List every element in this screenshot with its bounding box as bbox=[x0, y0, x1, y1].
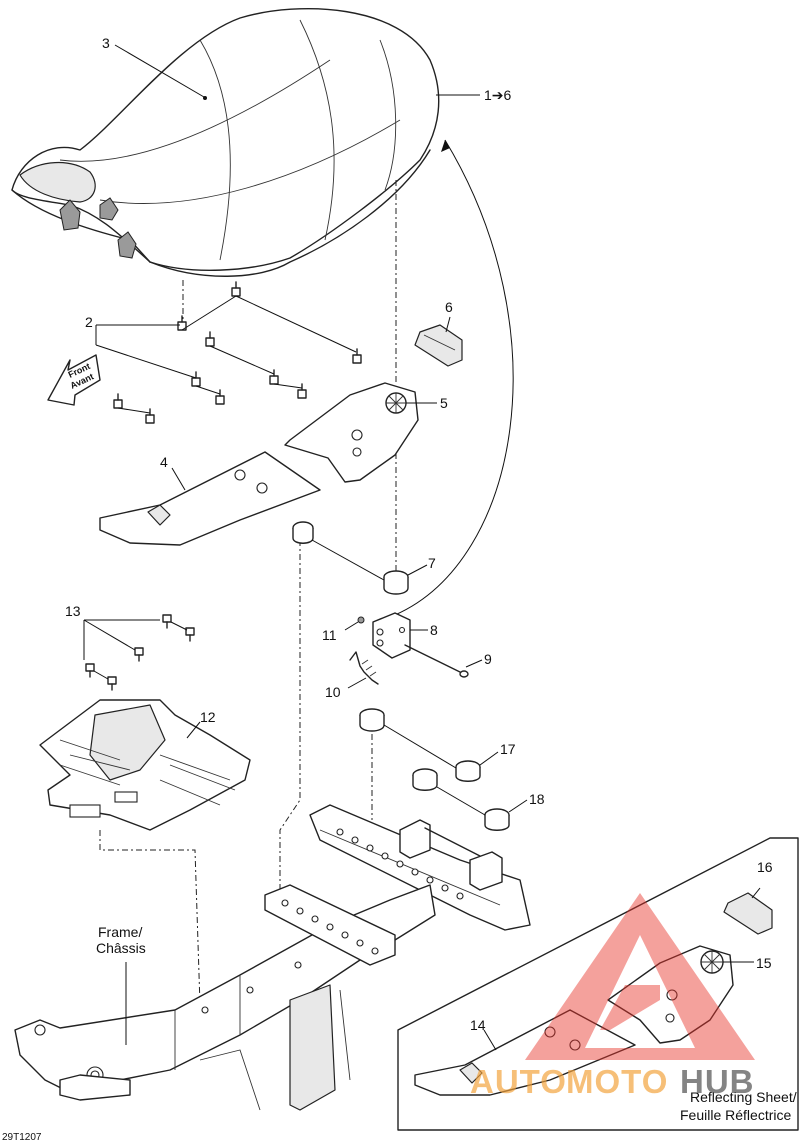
callout-7: 7 bbox=[428, 555, 436, 571]
frame-chassis bbox=[14, 884, 436, 1111]
callout-18: 18 bbox=[529, 791, 545, 807]
spring-part-10 bbox=[349, 651, 379, 685]
reflector-part-16 bbox=[723, 892, 773, 935]
callout-10: 10 bbox=[325, 684, 341, 700]
callout-16: 16 bbox=[757, 859, 773, 875]
callout-15: 15 bbox=[756, 955, 772, 971]
grommet-part-7 bbox=[383, 570, 409, 595]
callout-17: 17 bbox=[500, 741, 516, 757]
reflector-part-6 bbox=[414, 324, 463, 367]
seat-part-3 bbox=[11, 7, 440, 277]
shield-part-4 bbox=[99, 451, 321, 546]
screw bbox=[134, 647, 144, 662]
bolt-part-9 bbox=[404, 644, 469, 678]
callout-8: 8 bbox=[430, 622, 438, 638]
reflecting-label-line1: Reflecting Sheet/ bbox=[690, 1089, 797, 1105]
plug-part-18 bbox=[484, 808, 510, 831]
callout-13: 13 bbox=[65, 603, 81, 619]
watermark-triangle-logo bbox=[525, 893, 755, 1060]
callout-5: 5 bbox=[440, 395, 448, 411]
automotohub-watermark: AUTO MOTO HUB bbox=[470, 893, 755, 1100]
shield-part-14 bbox=[414, 1009, 636, 1096]
watermark-text-auto: AUTO bbox=[470, 1063, 567, 1100]
grommet bbox=[292, 521, 314, 544]
stud bbox=[231, 281, 241, 297]
nut-part-11 bbox=[357, 616, 365, 624]
callout-2: 2 bbox=[85, 314, 93, 330]
screw bbox=[107, 676, 117, 691]
callout-12: 12 bbox=[200, 709, 216, 725]
callout-11: 11 bbox=[322, 627, 337, 643]
callout-9: 9 bbox=[484, 651, 492, 667]
stud bbox=[215, 389, 225, 405]
screw-group-13 bbox=[85, 614, 195, 691]
grommet bbox=[359, 708, 385, 732]
stud bbox=[191, 371, 201, 387]
plug bbox=[412, 768, 438, 791]
callout-1-6: 1➔6 bbox=[484, 87, 512, 103]
heat-shield-part-5 bbox=[284, 382, 419, 483]
callout-4: 4 bbox=[160, 454, 168, 470]
rear-subframe bbox=[309, 804, 531, 931]
screw bbox=[185, 627, 195, 642]
figure-code: 29T1207 bbox=[2, 1132, 42, 1143]
stud bbox=[145, 408, 155, 424]
screw bbox=[162, 614, 172, 629]
stud bbox=[352, 348, 362, 364]
stud bbox=[205, 331, 215, 347]
watermark-text-hub: HUB bbox=[680, 1063, 755, 1100]
callout-14: 14 bbox=[470, 1017, 486, 1033]
stud-group-2 bbox=[113, 281, 362, 424]
frame-label-line1: Frame/ bbox=[98, 924, 142, 940]
stud bbox=[297, 383, 307, 399]
screw bbox=[85, 663, 95, 678]
stud bbox=[269, 369, 279, 385]
callout-6: 6 bbox=[445, 299, 453, 315]
footrest-plate-part-12 bbox=[39, 699, 251, 831]
grommet-part-17 bbox=[455, 760, 481, 782]
reflecting-label-line2: Feuille Réflectrice bbox=[680, 1107, 791, 1123]
bracket-part-8 bbox=[372, 612, 411, 659]
stud bbox=[113, 393, 123, 409]
front-arrow-icon: Front Avant bbox=[47, 354, 101, 406]
callout-3: 3 bbox=[102, 35, 110, 51]
watermark-text-moto: MOTO bbox=[566, 1063, 668, 1100]
reflecting-sheet-inset: 16 15 14 Reflecting Sheet/ Feuille Réfle… bbox=[397, 837, 799, 1131]
frame-label-line2: Châssis bbox=[96, 940, 146, 956]
